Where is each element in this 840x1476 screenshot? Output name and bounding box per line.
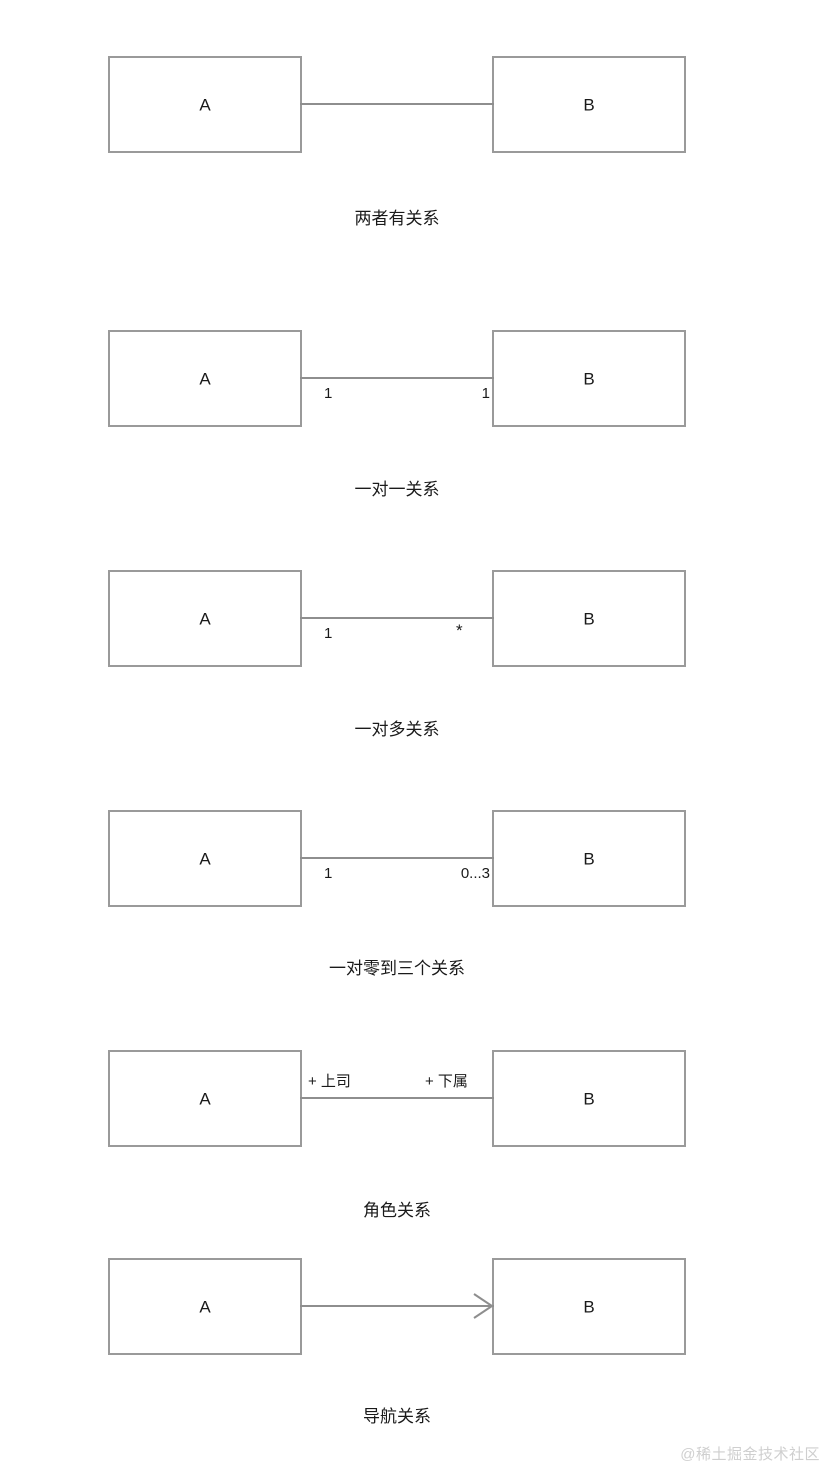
association-line bbox=[300, 1305, 494, 1307]
multiplicity-source: 1 bbox=[324, 865, 333, 882]
multiplicity-target: * bbox=[456, 621, 463, 640]
class-box-b: B bbox=[492, 330, 686, 427]
role-label-target: + 下属 bbox=[425, 1073, 468, 1090]
class-box-b-label: B bbox=[583, 369, 595, 388]
diagram-caption-one-to-many: 一对多关系 bbox=[354, 720, 440, 739]
diagram-caption-association: 两者有关系 bbox=[354, 209, 440, 228]
class-box-b: B bbox=[492, 1050, 686, 1147]
diagram-caption-role-association: 角色关系 bbox=[363, 1201, 431, 1220]
diagram-caption-one-to-zero-to-three: 一对零到三个关系 bbox=[329, 959, 465, 978]
diagram-caption-one-to-one: 一对一关系 bbox=[354, 480, 440, 499]
class-box-a-label: A bbox=[199, 95, 211, 114]
class-box-a-label: A bbox=[199, 369, 211, 388]
class-box-a: A bbox=[108, 570, 302, 667]
class-box-b: B bbox=[492, 56, 686, 153]
class-box-a: A bbox=[108, 330, 302, 427]
class-box-b-label: B bbox=[583, 609, 595, 628]
diagram-caption-navigable-association: 导航关系 bbox=[363, 1407, 431, 1426]
class-box-a-label: A bbox=[199, 849, 211, 868]
multiplicity-target: 0...3 bbox=[460, 865, 490, 882]
association-line bbox=[300, 857, 494, 859]
class-box-b-label: B bbox=[583, 1297, 595, 1316]
role-label-source: + 上司 bbox=[308, 1073, 351, 1090]
class-box-b: B bbox=[492, 810, 686, 907]
class-box-a-label: A bbox=[199, 1089, 211, 1108]
class-box-a-label: A bbox=[199, 1297, 211, 1316]
association-line bbox=[300, 377, 494, 379]
class-box-a: A bbox=[108, 810, 302, 907]
class-box-b: B bbox=[492, 1258, 686, 1355]
class-box-a: A bbox=[108, 56, 302, 153]
multiplicity-target: 1 bbox=[481, 385, 490, 402]
association-line bbox=[300, 103, 494, 105]
watermark: @稀土掘金技术社区 bbox=[680, 1446, 820, 1463]
class-box-a: A bbox=[108, 1050, 302, 1147]
multiplicity-source: 1 bbox=[324, 385, 333, 402]
class-box-b-label: B bbox=[583, 849, 595, 868]
class-box-a: A bbox=[108, 1258, 302, 1355]
association-line bbox=[300, 1097, 494, 1099]
class-box-a-label: A bbox=[199, 609, 211, 628]
multiplicity-source: 1 bbox=[324, 625, 333, 642]
open-arrowhead-icon bbox=[462, 1291, 494, 1321]
class-box-b: B bbox=[492, 570, 686, 667]
association-line bbox=[300, 617, 494, 619]
class-box-b-label: B bbox=[583, 1089, 595, 1108]
class-box-b-label: B bbox=[583, 95, 595, 114]
